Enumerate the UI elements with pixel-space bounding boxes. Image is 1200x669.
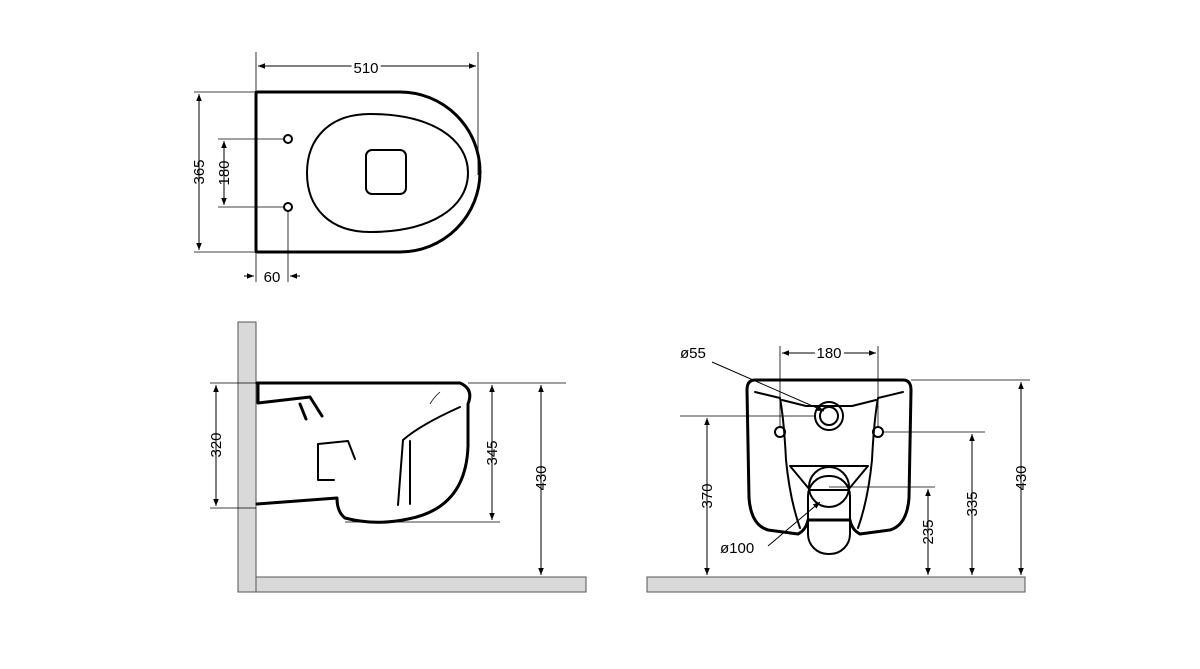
front-view-inner-right — [857, 391, 904, 529]
side-bowl-height-label: 345 — [484, 440, 501, 465]
front-fixing-height-label: 335 — [964, 491, 981, 516]
side-view: 320 345 430 — [208, 321, 587, 593]
side-view-floor — [255, 576, 587, 593]
top-hole-spacing-label: 180 — [216, 160, 233, 185]
front-view-outlet-pipe — [807, 475, 851, 555]
front-view-floor — [646, 576, 1026, 593]
front-inlet-diameter-label: ø55 — [680, 345, 706, 362]
top-hole-offset-label: 60 — [264, 269, 281, 286]
front-outlet-height-label: 235 — [920, 519, 937, 544]
top-depth-label: 365 — [191, 159, 208, 184]
front-view: ø55 180 370 ø100 235 335 430 — [646, 342, 1030, 593]
front-view-bowl-outline — [745, 378, 913, 536]
top-view-fixing-hole-upper — [283, 134, 293, 144]
front-outlet-diameter-label: ø100 — [720, 540, 754, 557]
front-view-fixing-hole-left — [774, 426, 786, 438]
front-rim-height-label: 430 — [1013, 465, 1030, 490]
front-view-inner-left — [754, 391, 801, 529]
front-hole-spacing-label: 180 — [816, 345, 841, 362]
side-view-wall — [237, 321, 257, 593]
top-view-drain-outlet — [365, 149, 407, 195]
side-view-bowl-outline — [255, 381, 472, 524]
top-view-fixing-hole-lower — [283, 202, 293, 212]
top-view-seat-opening — [306, 113, 469, 233]
top-width-label: 510 — [353, 60, 378, 77]
front-view-fixing-hole-right — [872, 426, 884, 438]
side-view-internal-trap — [317, 406, 461, 506]
front-inlet-height-label: 370 — [699, 483, 716, 508]
side-rim-height-label: 430 — [533, 465, 550, 490]
front-outlet-diameter-leader — [767, 501, 821, 547]
side-view-wall-bracket — [256, 381, 324, 421]
front-inlet-diameter-leader — [711, 361, 825, 412]
side-fixing-height-label: 320 — [208, 432, 225, 457]
top-view-outline — [254, 90, 482, 254]
top-view: 510 365 180 60 — [191, 52, 482, 286]
